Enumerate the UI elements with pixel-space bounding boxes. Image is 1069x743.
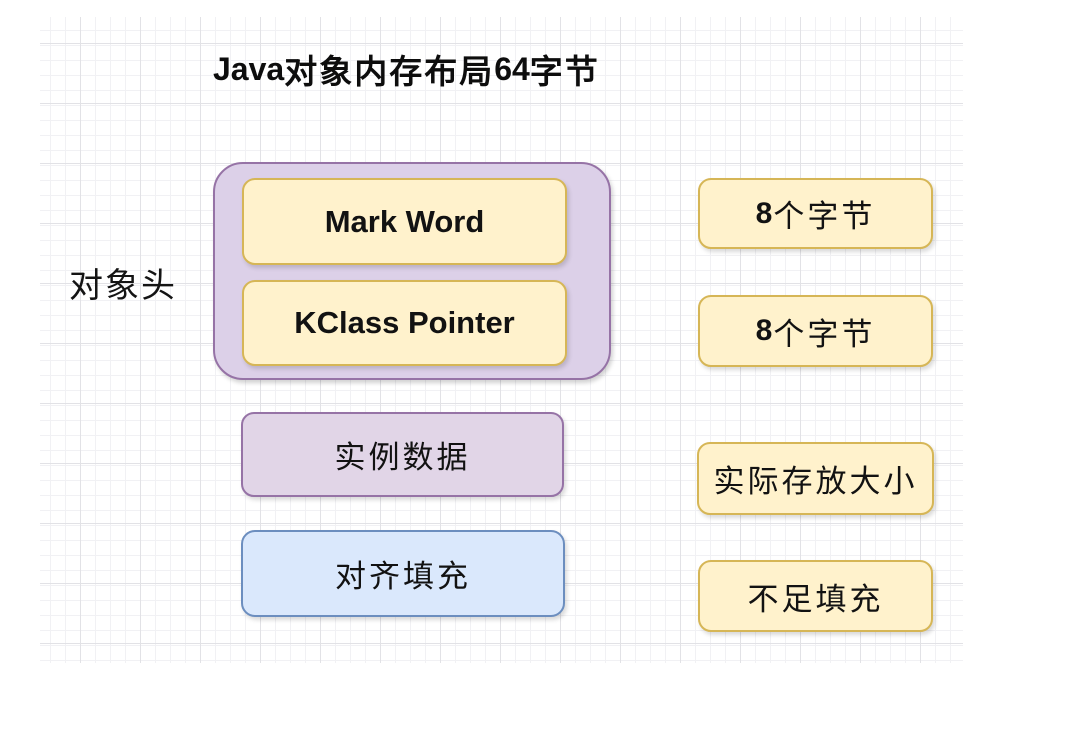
node-size-kclass-pointer-label: 个字节 [773,316,876,352]
node-kclass-pointer-label: KClass Pointer [294,305,515,340]
node-size-kclass-pointer-number: 8 [755,314,773,347]
node-size-mark-word-label: 个字节 [773,199,876,234]
node-instance-data: 实例数据 [241,412,564,497]
node-size-instance-data-label: 实际存放大小 [713,464,918,499]
node-size-alignment-padding-label: 不足填充 [747,581,884,617]
node-alignment-padding: 对齐填充 [241,530,565,617]
node-kclass-pointer: KClass Pointer [242,280,567,366]
object-header-label: 对象头 [69,267,177,305]
node-size-alignment-padding: 不足填充 [698,560,933,632]
node-mark-word: Mark Word [242,178,567,265]
title-segment-cjk2: 字节 [529,55,600,91]
object-header-group: Mark Word KClass Pointer [213,162,611,380]
node-size-instance-data: 实际存放大小 [697,442,934,515]
node-mark-word-label: Mark Word [324,203,485,239]
title-segment-java: Java [213,50,285,87]
title-segment-64: 64 [494,50,530,87]
node-instance-data-label: 实例数据 [334,440,471,475]
title-segment-cjk1: 对象内存布局 [284,55,495,91]
node-alignment-padding-label: 对齐填充 [335,559,471,594]
node-size-mark-word-number: 8 [755,196,773,230]
